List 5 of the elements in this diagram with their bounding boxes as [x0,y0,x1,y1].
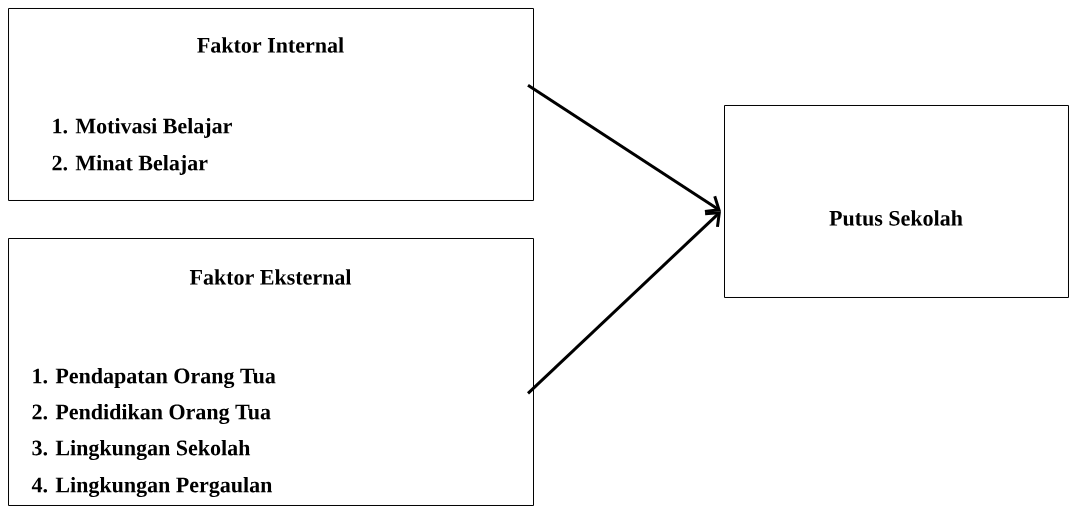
text-box: Faktor Eksternal 1. Pendapatan Orang Tua 2. Pendidikan Orang Tua 3. Lingkungan Sekolah 4. Lingkungan Pergaulan [8,238,534,506]
arrow [526,211,721,395]
arrow [527,83,721,213]
text-box: Faktor Internal 1. Motivasi Belajar 2. Minat Belajar [8,8,534,201]
text-box: Putus Sekolah [724,105,1069,298]
